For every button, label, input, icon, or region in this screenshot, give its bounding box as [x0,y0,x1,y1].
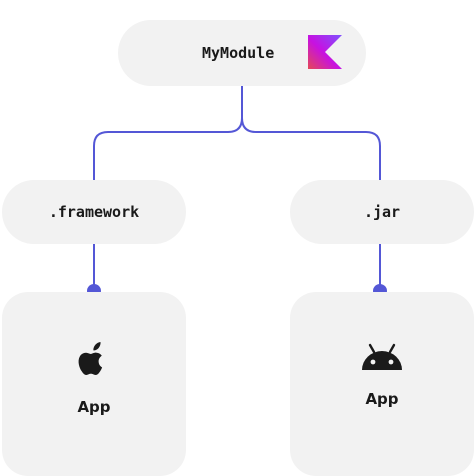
module-label: MyModule [202,44,275,62]
module-trunk-line [93,86,243,180]
ios-app-card: App [2,292,186,476]
framework-label: .framework [48,203,140,221]
kotlin-logo-icon [308,35,342,69]
framework-node: .framework [2,180,186,244]
ios-app-label: App [77,398,111,416]
android-icon [362,343,402,370]
apple-icon [78,342,103,376]
jar-label: .jar [363,203,401,221]
android-app-card: App [290,292,474,476]
module-branch-right-line [241,117,381,180]
module-node: MyModule [118,20,366,86]
android-app-label: App [365,390,399,408]
jar-node: .jar [290,180,474,244]
